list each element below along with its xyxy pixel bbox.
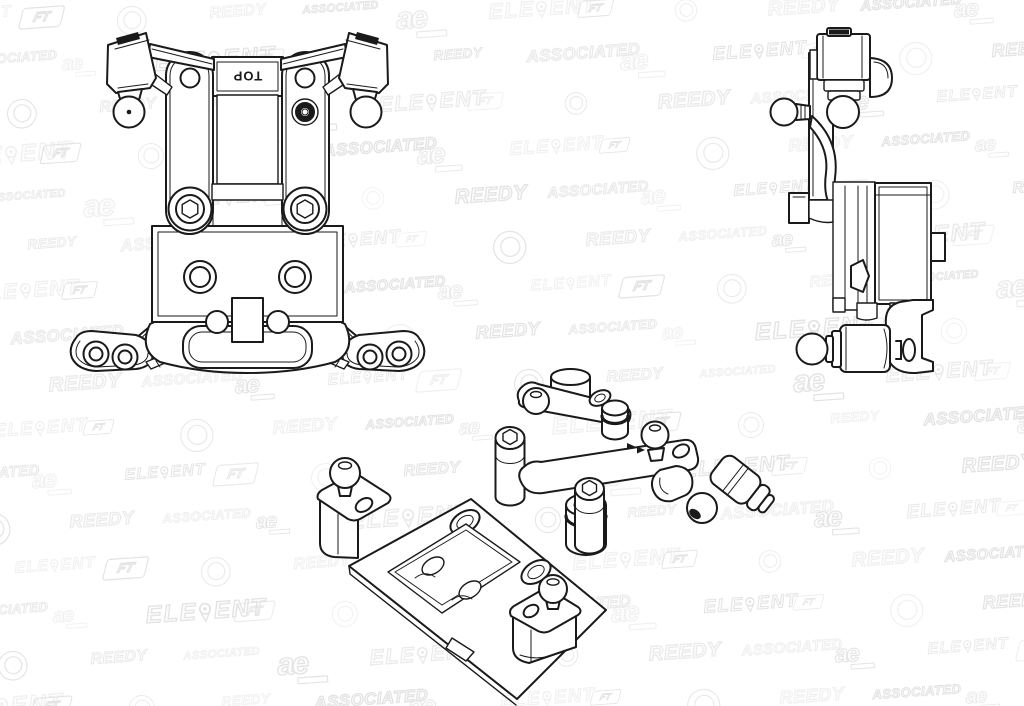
iso-link-ball-stud-neck: [647, 447, 665, 462]
iso-socket-ball: [686, 492, 718, 524]
iso-left-hex-bushing: [494, 426, 526, 507]
front-left-arm: [165, 51, 214, 235]
top-marking: TOP: [233, 69, 263, 84]
iso-link-ball-stud: [640, 420, 670, 450]
front-view: TOP: [69, 31, 426, 374]
front-bumper-loop: [144, 315, 351, 374]
iso-front-hex-bushing: [574, 477, 605, 555]
side-bottom-assembly: [795, 299, 934, 375]
front-right-hex-screw: [282, 186, 328, 232]
side-view: [769, 27, 946, 375]
side-upper-ball: [826, 95, 860, 129]
front-left-hex-screw: [167, 186, 213, 232]
front-left-pivot-ball: [205, 310, 229, 334]
side-left-ball-stud: [769, 97, 799, 127]
front-center-tab: [231, 297, 264, 343]
iso-left-ball-stud: [316, 457, 392, 559]
front-left-ball-center-dot: [126, 109, 132, 115]
side-top-mount: [769, 27, 893, 129]
front-left-shock-mount: [106, 32, 215, 129]
front-right-arm: [281, 51, 330, 235]
iso-front-ball-stud: [509, 574, 582, 664]
front-top-bar: TOP: [211, 56, 284, 97]
front-right-pivot-ball: [266, 310, 290, 334]
iso-right-bushing: [709, 454, 775, 514]
front-center-panel: [211, 94, 284, 227]
iso-orientation-marks: [627, 443, 645, 454]
iso-right-rear-bushing: [600, 399, 630, 441]
side-lower-ball: [795, 332, 829, 366]
iso-rod-end: [650, 465, 718, 524]
side-mid-section: [832, 181, 876, 313]
isometric-view: [316, 368, 775, 706]
iso-front-link: [518, 420, 700, 495]
